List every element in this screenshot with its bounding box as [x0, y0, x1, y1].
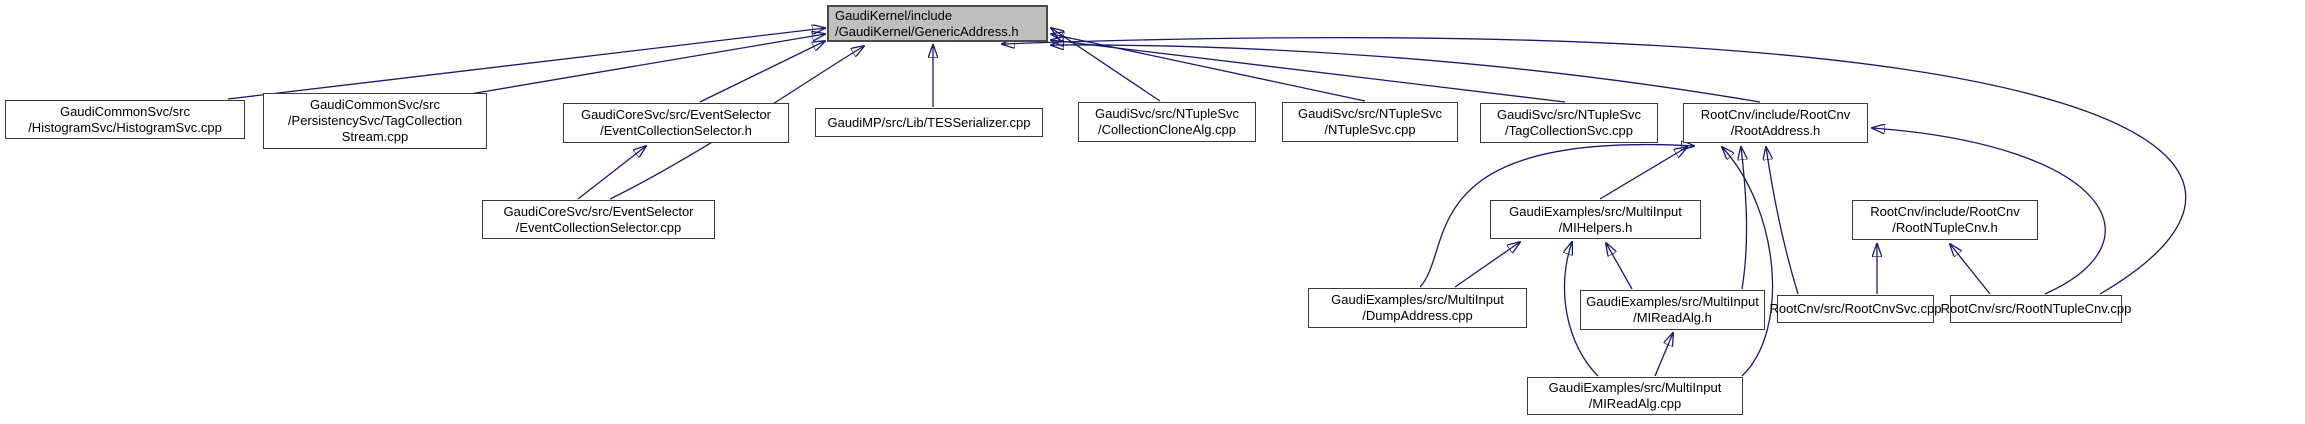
node-label-line: GaudiCommonSvc/src: [309, 97, 441, 112]
node-label-line: GaudiCommonSvc/src: [59, 103, 191, 119]
node-label-line: /DumpAddress.cpp: [1362, 308, 1473, 323]
edge-eventcollectionselector-cpp-to-h: [577, 146, 646, 200]
graph-node-rootcnvsvc-cpp[interactable]: RootCnv/src/RootCnvSvc.cpp: [1770, 295, 1941, 323]
node-label-line: /TagCollectionSvc.cpp: [1505, 123, 1633, 138]
edge-mireadalg-cpp-to-mireadalg-h: [1654, 333, 1673, 377]
graph-node-histogramsvc-cpp[interactable]: GaudiCommonSvc/src/HistogramSvc/Histogra…: [5, 100, 245, 139]
edge-mireadalg-h-to-mihelpers: [1606, 243, 1633, 290]
edge-mihelpers-to-rootaddress: [1599, 147, 1687, 200]
node-label-line: GaudiExamples/src/MultiInput: [1586, 294, 1759, 309]
graph-node-dumpaddress-cpp[interactable]: GaudiExamples/src/MultiInput/DumpAddress…: [1308, 288, 1527, 328]
node-label-line: GaudiSvc/src/NTupleSvc: [1297, 106, 1442, 121]
node-label-line: Stream.cpp: [341, 129, 409, 144]
node-label-line: GaudiExamples/src/MultiInput: [1548, 380, 1722, 395]
node-label-line: /HistogramSvc/HistogramSvc.cpp: [28, 119, 222, 135]
graph-node-rootaddress-h[interactable]: RootCnv/include/RootCnv/RootAddress.h: [1683, 103, 1868, 143]
graph-node-tesserializer-cpp[interactable]: GaudiMP/src/Lib/TESSerializer.cpp: [815, 108, 1043, 137]
node-label-line: GaudiExamples/src/MultiInput: [1509, 203, 1682, 219]
node-label-line: RootCnv/src/RootCnvSvc.cpp: [1769, 301, 1942, 316]
node-label-line: /CollectionCloneAlg.cpp: [1097, 122, 1237, 137]
node-label-line: GaudiExamples/src/MultiInput: [1331, 292, 1504, 307]
edge-rootaddress-to-genericaddress: [1051, 45, 1761, 103]
edge-tagcollectionsvc-to-genericaddress: [1051, 40, 1566, 103]
graph-node-eventcollectionselector-h[interactable]: GaudiCoreSvc/src/EventSelector/EventColl…: [563, 103, 789, 143]
graph-node-rootntuplecnv-h[interactable]: RootCnv/include/RootCnv/RootNTupleCnv.h: [1852, 200, 2038, 240]
node-label-line: RootCnv/src/RootNTupleCnv.cpp: [1940, 301, 2132, 316]
node-label-line: /GaudiKernel/GenericAddress.h: [835, 23, 1019, 39]
graph-node-ntuplesvc-cpp[interactable]: GaudiSvc/src/NTupleSvc/NTupleSvc.cpp: [1282, 102, 1458, 142]
node-label-line: /EventCollectionSelector.cpp: [515, 219, 682, 235]
graph-node-tagcollectionstream-cpp[interactable]: GaudiCommonSvc/src/PersistencySvc/TagCol…: [263, 93, 487, 149]
edge-mireadalg-h-to-rootaddress: [1741, 147, 1747, 290]
edge-mireadalg-cpp-to-mihelpers: [1564, 242, 1599, 377]
graph-node-mireadalg-cpp[interactable]: GaudiExamples/src/MultiInput/MIReadAlg.c…: [1527, 377, 1743, 415]
node-label-line: GaudiSvc/src/NTupleSvc: [1094, 106, 1239, 121]
graph-node-tagcollectionsvc-cpp[interactable]: GaudiSvc/src/NTupleSvc/TagCollectionSvc.…: [1480, 103, 1658, 143]
node-label-line: GaudiSvc/src/NTupleSvc: [1496, 107, 1641, 122]
node-label-line: /RootAddress.h: [1730, 123, 1821, 138]
node-label-line: /MIReadAlg.cpp: [1588, 396, 1682, 411]
node-label-line: /NTupleSvc.cpp: [1324, 122, 1416, 137]
node-label-line: /MIHelpers.h: [1558, 219, 1633, 235]
graph-node-collectionclonealg-cpp[interactable]: GaudiSvc/src/NTupleSvc/CollectionCloneAl…: [1078, 102, 1256, 142]
node-label-line: RootCnv/include/RootCnv: [1870, 204, 2020, 219]
edge-eventcollectionselector-h-to-genericaddress: [699, 41, 825, 103]
node-label-line: RootCnv/include/RootCnv: [1700, 107, 1851, 122]
edge-mireadalg-cpp-to-rootaddress: [1722, 147, 1774, 377]
edge-rootntuplecnv-cpp-to-genericaddress: [1002, 37, 2187, 295]
node-label-line: /PersistencySvc/TagCollection: [287, 113, 463, 128]
graph-node-eventcollectionselector-cpp[interactable]: GaudiCoreSvc/src/EventSelector/EventColl…: [482, 200, 715, 239]
node-label-line: GaudiKernel/include: [835, 7, 953, 23]
edge-ntuplesvc-to-genericaddress: [1051, 34, 1366, 102]
edge-rootntuplecnv-cpp-to-rootaddress: [1872, 128, 2106, 295]
edge-dumpaddress-to-mihelpers: [1454, 242, 1520, 288]
edge-collectionclonealg-to-genericaddress: [1051, 28, 1161, 102]
graph-node-mihelpers-h[interactable]: GaudiExamples/src/MultiInput/MIHelpers.h: [1490, 200, 1701, 239]
node-label-line: GaudiCoreSvc/src/EventSelector: [580, 107, 772, 122]
graph-node-rootntuplecnv-cpp[interactable]: RootCnv/src/RootNTupleCnv.cpp: [1941, 295, 2131, 323]
node-label-line: /MIReadAlg.h: [1633, 310, 1712, 325]
edge-histogramsvc-to-genericaddress: [227, 28, 825, 100]
graph-node-mireadalg-h[interactable]: GaudiExamples/src/MultiInput/MIReadAlg.h: [1580, 290, 1765, 330]
edge-rootcnvsvc-to-rootaddress: [1766, 147, 1799, 295]
graph-node-genericaddress-h[interactable]: GaudiKernel/include/GaudiKernel/GenericA…: [827, 5, 1048, 42]
edge-rootntuplecnv-cpp-to-rootntuplecnv-h: [1950, 244, 1991, 295]
edge-tagcollectionstream-to-genericaddress: [469, 34, 825, 95]
node-label-line: GaudiCoreSvc/src/EventSelector: [503, 203, 694, 219]
node-label-line: /RootNTupleCnv.h: [1892, 220, 1998, 235]
node-label-line: /EventCollectionSelector.h: [600, 123, 752, 138]
edge-dumpaddress-to-rootaddress: [1419, 145, 1694, 288]
node-label-line: GaudiMP/src/Lib/TESSerializer.cpp: [827, 114, 1031, 130]
